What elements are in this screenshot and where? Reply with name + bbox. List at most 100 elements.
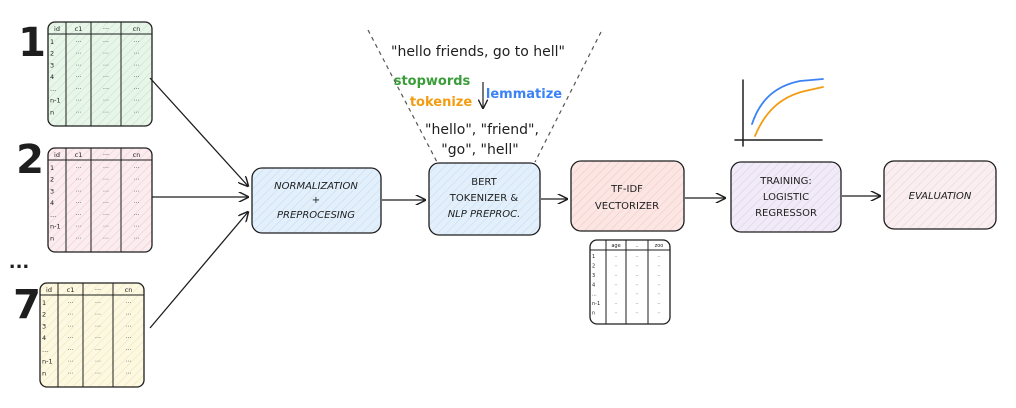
- table-cell: ··: [657, 263, 661, 269]
- step-label-line: BERT: [471, 177, 497, 188]
- table-cell: ···: [133, 97, 139, 105]
- table-row-id: n-1: [50, 97, 61, 105]
- table-cell: ··: [635, 273, 639, 279]
- table-cell: ··: [614, 301, 618, 307]
- example-sentence: "hello friends, go to hell": [391, 44, 565, 60]
- table-cell: ···: [103, 61, 109, 69]
- table-cell: ···: [75, 85, 81, 93]
- table-cell: ···: [125, 322, 131, 330]
- evaluation-step: EVALUATION: [883, 160, 997, 230]
- table-row-id: 2: [50, 50, 54, 58]
- step-label-line: EVALUATION: [909, 191, 972, 202]
- table-row-id: n-1: [50, 223, 61, 231]
- table-row-id: ...: [592, 292, 597, 298]
- table-frame: [47, 21, 153, 127]
- table-row-id: 4: [50, 73, 54, 81]
- example-result-line: "go", "hell": [441, 142, 518, 158]
- table-cell: ···: [95, 358, 101, 366]
- step-label-line: PREPROCESING: [277, 210, 355, 221]
- evaluation-box: [883, 160, 997, 230]
- table-cell: ···: [133, 187, 139, 195]
- table-cell: ···: [95, 369, 101, 377]
- table-cell: ···: [95, 322, 101, 330]
- normalization-step: NORMALIZATION + PREPROCESING: [251, 167, 382, 234]
- table-cell: ··: [657, 282, 661, 288]
- table-cell: ··: [614, 273, 618, 279]
- table-cell: ···: [103, 108, 109, 116]
- table-row-id: 2: [42, 311, 46, 319]
- funnel-left-line: [367, 29, 438, 163]
- table-cell: ···: [125, 369, 131, 377]
- table-header-cell: ···: [103, 25, 109, 33]
- table-cell: ···: [133, 211, 139, 219]
- table-cell: ···: [103, 176, 109, 184]
- tfidf-matrix-table: age..zoo1······2······3······4······...·…: [589, 239, 671, 325]
- table-cell: ···: [133, 108, 139, 116]
- table-cell: ··: [614, 254, 618, 260]
- table-cell: ···: [103, 187, 109, 195]
- arrow-dataset-7: [149, 212, 248, 329]
- table-header-cell: cn: [125, 286, 133, 294]
- table-cell: ···: [103, 38, 109, 46]
- curve-orange-series: [754, 86, 824, 137]
- table-cell: ···: [103, 164, 109, 172]
- table-cell: ···: [67, 334, 73, 342]
- table-row-id: 2: [592, 263, 595, 269]
- table-row-id: n: [50, 234, 54, 242]
- example-result-line: "hello", "friend",: [425, 122, 539, 138]
- table-cell: ···: [103, 73, 109, 81]
- table-cell: ···: [95, 299, 101, 307]
- table-cell: ···: [103, 97, 109, 105]
- lemmatize-label: lemmatize: [486, 87, 562, 102]
- table-frame: [39, 282, 145, 388]
- step-label-line: NLP PREPROC.: [448, 209, 521, 220]
- table-row-id: n-1: [592, 301, 600, 307]
- table-header-cell: ···: [95, 286, 101, 294]
- table-cell: ···: [133, 199, 139, 207]
- curve-blue-series: [751, 78, 824, 125]
- table-cell: ··: [614, 282, 618, 288]
- dataset-number: 2: [16, 137, 44, 183]
- nlp-example: "hello friends, go to hell" stopwords to…: [367, 29, 602, 163]
- table-row-id: 1: [50, 164, 54, 172]
- table-cell: ··: [657, 292, 661, 298]
- table-cell: ···: [103, 50, 109, 58]
- table-header-cell: age: [611, 243, 620, 249]
- table-cell: ···: [103, 234, 109, 242]
- table-cell: ···: [67, 369, 73, 377]
- table-cell: ···: [133, 73, 139, 81]
- table-cell: ···: [133, 223, 139, 231]
- table-cell: ···: [95, 334, 101, 342]
- table-header-cell: id: [54, 151, 60, 159]
- table-cell: ···: [75, 234, 81, 242]
- table-row-id: 1: [42, 299, 46, 307]
- table-cell: ···: [75, 50, 81, 58]
- table-cell: ··: [657, 273, 661, 279]
- table-cell: ···: [75, 61, 81, 69]
- table-cell: ···: [67, 311, 73, 319]
- dataset-arrows: [149, 77, 248, 329]
- table-cell: ···: [103, 211, 109, 219]
- training-step: TRAINING: LOGISTIC REGRESSOR: [730, 161, 842, 233]
- table-row-id: ...: [42, 346, 48, 354]
- table-header-cell: ..: [635, 243, 639, 249]
- table-cell: ···: [75, 164, 81, 172]
- table-cell: ···: [125, 299, 131, 307]
- table-cell: ··: [614, 292, 618, 298]
- step-label-line: REGRESSOR: [755, 208, 817, 219]
- bert-step: BERT TOKENIZER & NLP PREPROC.: [428, 162, 541, 236]
- table-cell: ··: [635, 292, 639, 298]
- arrow-dataset-1: [149, 77, 248, 186]
- table-cell: ···: [133, 61, 139, 69]
- table-header-cell: id: [54, 25, 60, 33]
- table-cell: ···: [75, 97, 81, 105]
- table-row-id: 3: [592, 273, 595, 279]
- table-cell: ···: [133, 176, 139, 184]
- table-frame: [589, 239, 671, 325]
- table-cell: ···: [103, 223, 109, 231]
